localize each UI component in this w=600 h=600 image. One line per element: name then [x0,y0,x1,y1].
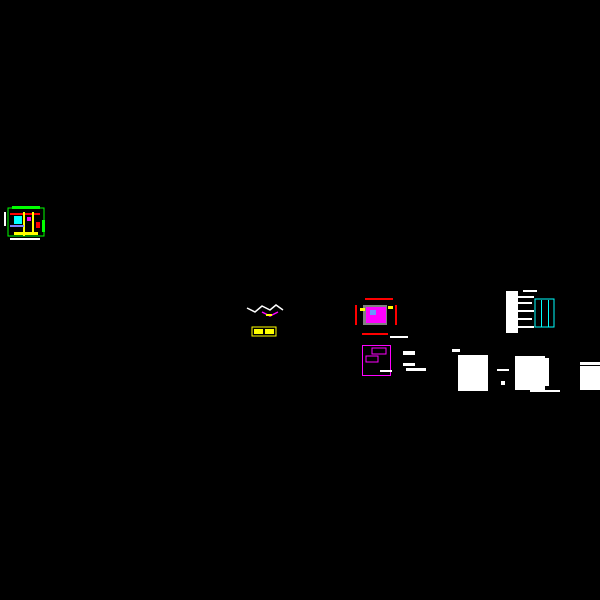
title-block [580,362,600,390]
floor-plan-right [355,298,408,338]
notes-table-bottom [452,349,560,392]
floor-plan-left [4,206,45,240]
notes-table-top [506,290,555,333]
detail-frame [362,345,426,376]
pipe-detail [246,304,284,337]
